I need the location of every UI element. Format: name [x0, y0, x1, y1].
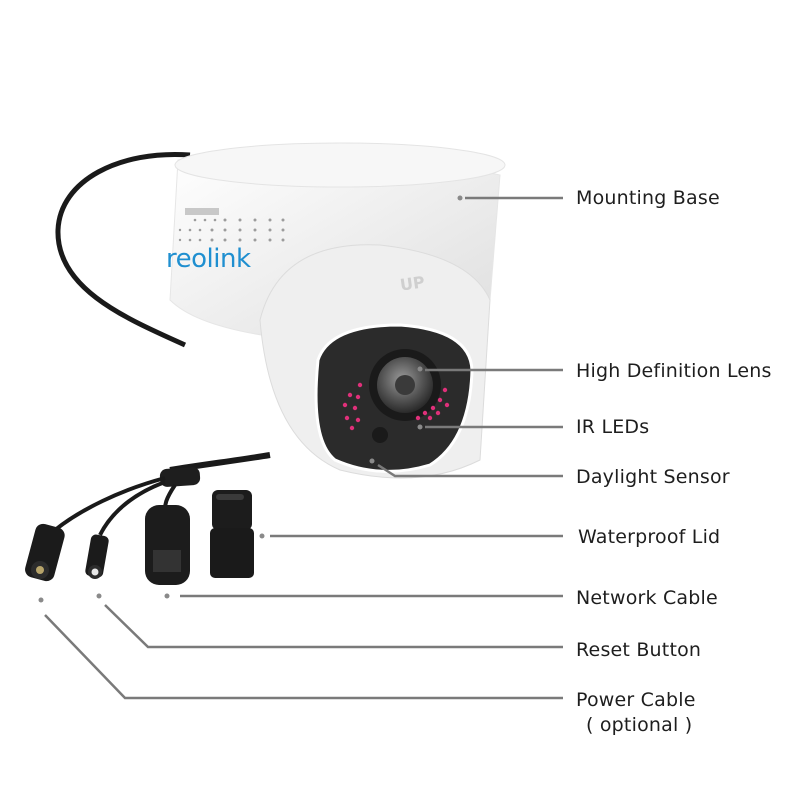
- ir-leds-left: [342, 382, 363, 431]
- label-ir-leds: IR LEDs: [576, 416, 650, 438]
- reset-connector: [85, 534, 109, 579]
- label-power-cable-note: ( optional ): [586, 714, 693, 736]
- vent-holes: [178, 208, 285, 242]
- brand-logo: reolink: [166, 244, 251, 274]
- ir-leds-right: [415, 387, 450, 421]
- label-mounting-base: Mounting Base: [576, 187, 720, 209]
- network-connector: [145, 505, 190, 585]
- label-waterproof-lid: Waterproof Lid: [578, 526, 721, 548]
- power-connector: [25, 523, 65, 582]
- label-daylight-sensor: Daylight Sensor: [576, 466, 730, 488]
- label-reset-button: Reset Button: [576, 639, 702, 661]
- label-power-cable: Power Cable: [576, 689, 696, 711]
- label-network-cable: Network Cable: [576, 587, 718, 609]
- waterproof-lid-shape: [210, 490, 254, 578]
- leader-dots: [38, 195, 463, 603]
- leader-lines: [44, 196, 563, 700]
- label-hd-lens: High Definition Lens: [576, 360, 772, 382]
- top-cable: [55, 151, 191, 348]
- up-orientation-mark: UP: [398, 272, 426, 295]
